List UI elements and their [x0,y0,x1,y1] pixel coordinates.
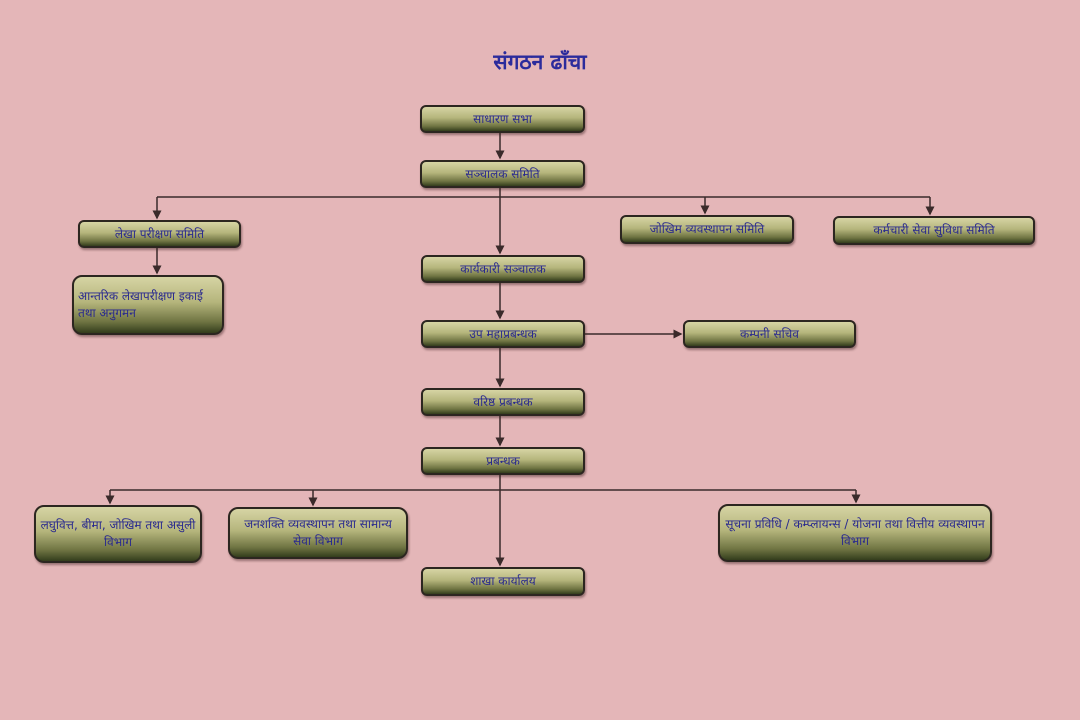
node-general-assembly: साधारण सभा [420,105,585,133]
node-risk-committee: जोखिम व्यवस्थापन समिति [620,215,794,244]
node-board: सञ्चालक समिति [420,160,585,188]
node-audit-committee: लेखा परीक्षण समिति [78,220,241,248]
node-company-secretary: कम्पनी सचिव [683,320,856,348]
node-executive-director: कार्यकारी सञ्चालक [421,255,585,283]
node-microfinance-dept: लघुवित्त, बीमा, जोखिम तथा असुली विभाग [34,505,202,563]
node-hr-dept: जनशक्ति व्यवस्थापन तथा सामान्य सेवा विभा… [228,507,408,559]
node-it-dept: सूचना प्रविधि / कम्प्लायन्स / योजना तथा … [718,504,992,562]
node-senior-manager: वरिष्ठ प्रबन्धक [421,388,585,416]
node-manager: प्रबन्धक [421,447,585,475]
page-title: संगठन ढाँचा [493,50,587,74]
node-internal-audit: आन्तरिक लेखापरीक्षण इकाई तथा अनुगमन [72,275,224,335]
node-branch-office: शाखा कार्यालय [421,567,585,596]
node-deputy-gm: उप महाप्रबन्धक [421,320,585,348]
node-staff-committee: कर्मचारी सेवा सुविधा समिति [833,216,1035,245]
